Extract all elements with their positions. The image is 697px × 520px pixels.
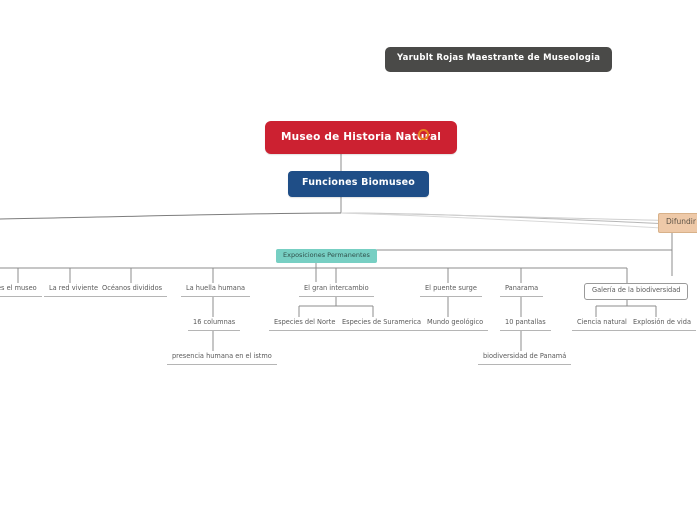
node-exposiciones-permanentes[interactable]: Exposiciones Permanentes [276, 249, 377, 264]
node-difundir[interactable]: Difundir [658, 213, 697, 233]
node-panarama[interactable]: Panarama [500, 283, 544, 297]
root-node-museo-de-historia-natural[interactable]: Museo de Historia Natural [265, 121, 458, 155]
ring-icon[interactable] [418, 129, 429, 140]
node-el-puente-surge[interactable]: El puente surge [420, 283, 482, 297]
node-el-gran-intercambio[interactable]: El gran intercambio [299, 283, 374, 297]
node-funciones-biomuseo[interactable]: Funciones Biomuseo [288, 171, 430, 197]
node-16-columnas[interactable]: 16 columnas [188, 317, 241, 331]
node-explosion-de-vida[interactable]: Explosión de vida [628, 317, 696, 331]
node-mundo-geologico[interactable]: Mundo geológico [422, 317, 489, 331]
node-la-red-viviente[interactable]: La red viviente [44, 283, 104, 297]
author-credit-node[interactable]: Yarublt Rojas Maestrante de Museologia [385, 47, 613, 72]
node-especies-del-norte[interactable]: Especies del Norte [269, 317, 341, 331]
node-es-el-museo[interactable]: es el museo [0, 283, 42, 297]
node-biodiversidad-de-panama[interactable]: biodiversidad de Panamá [478, 351, 572, 365]
node-especies-de-suramerica[interactable]: Especies de Suramerica [337, 317, 427, 331]
node-galeria-de-la-biodiversidad[interactable]: Galería de la biodiversidad [584, 283, 689, 300]
node-la-huella-humana[interactable]: La huella humana [181, 283, 251, 297]
node-presencia-humana-en-el-istmo[interactable]: presencia humana en el istmo [167, 351, 277, 365]
node-oceanos-divididos[interactable]: Océanos divididos [97, 283, 168, 297]
node-10-pantallas[interactable]: 10 pantallas [500, 317, 551, 331]
node-ciencia-natural[interactable]: Ciencia natural [572, 317, 632, 331]
